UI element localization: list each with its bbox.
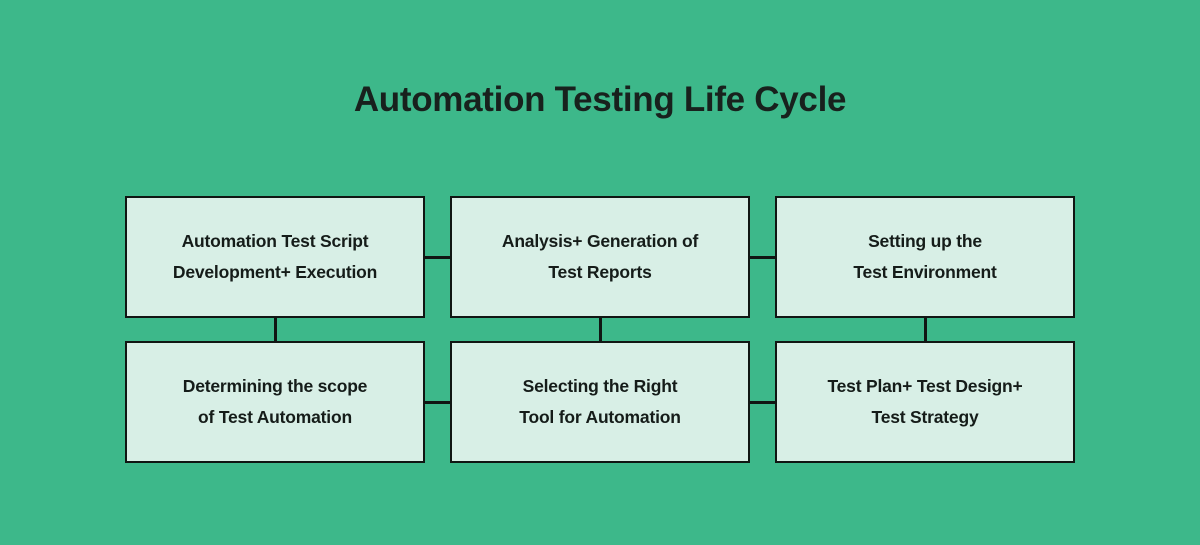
flow-box-label: Automation Test Script Development+ Exec… (172, 231, 378, 282)
connector-bottom-col2-col3 (749, 401, 776, 404)
flow-box-determining-scope-test-automation[interactable]: Determining the scope of Test Automation (125, 341, 425, 463)
flow-box-label: Selecting the Right Tool for Automation (519, 376, 681, 427)
connector-col2-row1-row2 (599, 317, 602, 343)
flow-box-selecting-right-tool-automation[interactable]: Selecting the Right Tool for Automation (450, 341, 750, 463)
connector-top-col2-col3 (749, 256, 776, 259)
flow-box-analysis-generation-test-reports[interactable]: Analysis+ Generation of Test Reports (450, 196, 750, 318)
flow-box-setting-up-test-environment[interactable]: Setting up the Test Environment (775, 196, 1075, 318)
flow-box-label: Analysis+ Generation of Test Reports (501, 231, 699, 282)
flow-box-test-plan-design-strategy[interactable]: Test Plan+ Test Design+ Test Strategy (775, 341, 1075, 463)
connector-col1-row1-row2 (274, 317, 277, 343)
flow-box-label: Determining the scope of Test Automation (182, 376, 368, 427)
connector-bottom-col1-col2 (424, 401, 451, 404)
connector-top-col1-col2 (424, 256, 451, 259)
flow-box-label: Test Plan+ Test Design+ Test Strategy (827, 376, 1023, 427)
flow-box-automation-test-script[interactable]: Automation Test Script Development+ Exec… (125, 196, 425, 318)
flow-box-label: Setting up the Test Environment (853, 231, 997, 282)
page-title: Automation Testing Life Cycle (353, 80, 847, 119)
connector-col3-row1-row2 (924, 317, 927, 343)
